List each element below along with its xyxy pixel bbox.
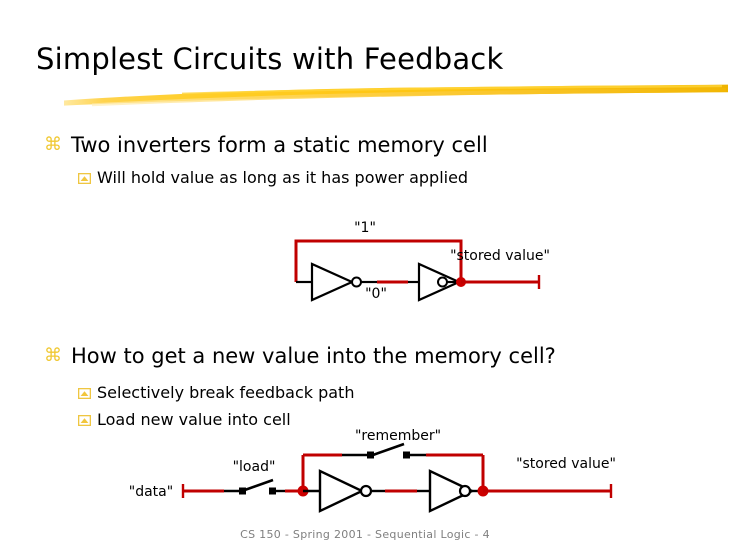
label-mid-zero: "0" [365,286,387,302]
loadable-memory-cell-diagram: "remember" "data" "load" [129,428,616,513]
slide-footer: CS 150 - Spring 2001 - Sequential Logic … [240,528,490,541]
caret-box-bullet-icon [78,173,91,184]
bullet-label: Two inverters form a static memory cell [71,133,488,157]
bullet-label: How to get a new value into the memory c… [71,344,556,368]
inverter-1 [318,469,373,513]
label-stored-value: "stored value" [450,248,550,264]
inverter-2 [417,262,462,302]
bullet-selectively-break: Selectively break feedback path [78,383,354,403]
command-bullet-icon: ⌘ [44,134,62,155]
bullet-load-new-value: Load new value into cell [78,410,291,430]
label-remember: "remember" [355,428,441,444]
load-switch[interactable] [239,478,276,495]
label-load: "load" [233,459,276,475]
inverter-1-body [318,469,365,513]
load-switch-blade[interactable] [241,478,274,493]
bullet-label: Will hold value as long as it has power … [97,168,469,187]
bullet-label: Load new value into cell [97,410,291,429]
inverter-1-body [310,262,355,302]
inverter-1-bubble [359,484,373,498]
feedback-wire [294,239,463,282]
remember-switch-blade[interactable] [372,442,405,457]
title-underline-swoosh [64,84,728,107]
inverter-2-bubble [458,484,472,498]
static-memory-cell-diagram: "1" "0" "stored value" [294,220,550,302]
label-data: "data" [129,484,173,500]
inverter-2-bubble [437,276,448,288]
inverter-2 [428,469,475,513]
label-stored-value: "stored value" [516,456,616,472]
label-feedback-one: "1" [354,220,376,236]
remember-switch-left-terminal[interactable] [367,451,374,459]
command-bullet-icon: ⌘ [44,345,62,366]
inverter-1 [310,262,362,302]
caret-box-bullet-icon [78,388,91,399]
bullet-two-inverters: ⌘ Two inverters form a static memory cel… [44,134,488,156]
remember-switch[interactable] [367,442,410,459]
remember-switch-right-terminal[interactable] [403,451,410,459]
bullet-will-hold-value: Will hold value as long as it has power … [78,168,468,188]
inverter-2-body [428,469,475,513]
bullet-label: Selectively break feedback path [97,383,355,402]
inverter-1-bubble [351,276,362,288]
bullet-how-to-get-new-value: ⌘ How to get a new value into the memory… [44,345,556,367]
caret-box-bullet-icon [78,415,91,426]
page-title: Simplest Circuits with Feedback [36,42,504,76]
